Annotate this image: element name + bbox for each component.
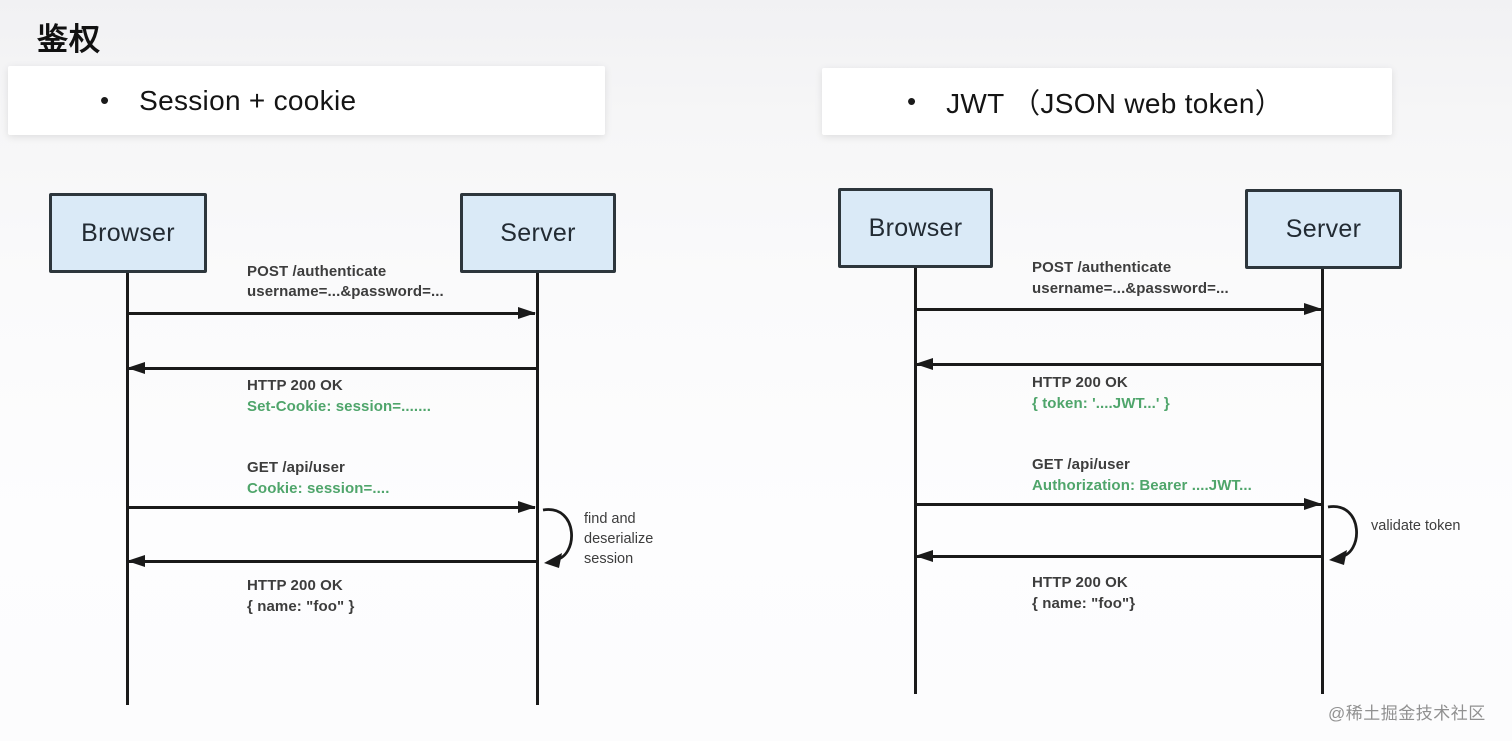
bullet-icon: • (100, 85, 110, 115)
arrowhead-right-icon (518, 501, 536, 513)
session-arrow-request-auth (128, 307, 536, 320)
session-msg-200-2: HTTP 200 OK (247, 577, 343, 594)
jwt-self-loop-icon (1327, 505, 1358, 565)
session-msg-cookie: Cookie: session=.... (247, 480, 390, 497)
session-server-lifeline (536, 273, 539, 705)
session-msg-body: { name: "foo" } (247, 598, 355, 615)
page-title: 鉴权 (37, 22, 101, 57)
card-session-cookie-label: Session + cookie (139, 84, 357, 116)
session-msg-get: GET /api/user (247, 459, 345, 476)
bullet-icon: • (907, 86, 917, 116)
card-session-cookie: • Session + cookie (8, 66, 605, 135)
jwt-msg-authorization: Authorization: Bearer ....JWT... (1032, 477, 1252, 494)
jwt-msg-200-2: HTTP 200 OK (1032, 574, 1128, 591)
session-note: find and deserialize session (584, 511, 654, 567)
arrowhead-left-icon (915, 550, 933, 562)
jwt-server-lifeline (1321, 269, 1324, 694)
session-server-label: Server (500, 218, 576, 247)
arrow-line (128, 560, 536, 563)
session-msg-setcookie: Set-Cookie: session=....... (247, 398, 432, 415)
arrow-line (916, 503, 1321, 506)
arrowhead-left-icon (127, 555, 145, 567)
session-self-loop-icon (542, 508, 573, 568)
jwt-browser-label: Browser (868, 213, 963, 242)
jwt-msg-credentials: username=...&password=... (1032, 280, 1229, 297)
arrow-line (128, 367, 536, 370)
jwt-browser-lifeline (914, 268, 917, 694)
jwt-msg-token: { token: '....JWT...' } (1032, 395, 1170, 412)
arrow-line (916, 308, 1321, 311)
session-arrow-request-api (128, 501, 536, 514)
session-msg-credentials: username=...&password=... (247, 283, 444, 300)
session-msg-200: HTTP 200 OK (247, 377, 343, 394)
watermark: @稀土掘金技术社区 (1328, 704, 1486, 723)
session-arrow-response-api (127, 555, 536, 568)
jwt-arrow-request-api (916, 498, 1322, 511)
arrowhead-right-icon (518, 307, 536, 319)
arrowhead-left-icon (127, 362, 145, 374)
session-server-box: Server (460, 193, 616, 273)
arrow-line (916, 555, 1322, 558)
arrow-line (128, 506, 535, 509)
jwt-arrow-response-auth (915, 358, 1322, 371)
jwt-msg-post: POST /authenticate (1032, 259, 1172, 276)
arrowhead-right-icon (1304, 303, 1322, 315)
jwt-arrow-response-api (915, 550, 1322, 563)
arrowhead-right-icon (1304, 498, 1322, 510)
card-jwt-label: JWT （JSON web token） (946, 87, 1284, 119)
arrow-line (128, 312, 535, 315)
session-arrow-response-auth (127, 362, 536, 375)
jwt-msg-body: { name: "foo"} (1032, 595, 1136, 612)
jwt-browser-box: Browser (838, 188, 993, 268)
session-browser-lifeline (126, 273, 129, 705)
arrowhead-left-icon (915, 358, 933, 370)
jwt-msg-200: HTTP 200 OK (1032, 374, 1128, 391)
jwt-msg-get: GET /api/user (1032, 456, 1130, 473)
arrow-line (916, 363, 1322, 366)
jwt-note: validate token (1371, 518, 1461, 534)
card-jwt: • JWT （JSON web token） (822, 68, 1392, 135)
jwt-arrow-request-auth (916, 303, 1322, 316)
jwt-server-box: Server (1245, 189, 1402, 269)
session-browser-box: Browser (49, 193, 207, 273)
session-browser-label: Browser (81, 218, 175, 247)
jwt-server-label: Server (1285, 214, 1362, 243)
session-msg-post: POST /authenticate (247, 263, 387, 280)
